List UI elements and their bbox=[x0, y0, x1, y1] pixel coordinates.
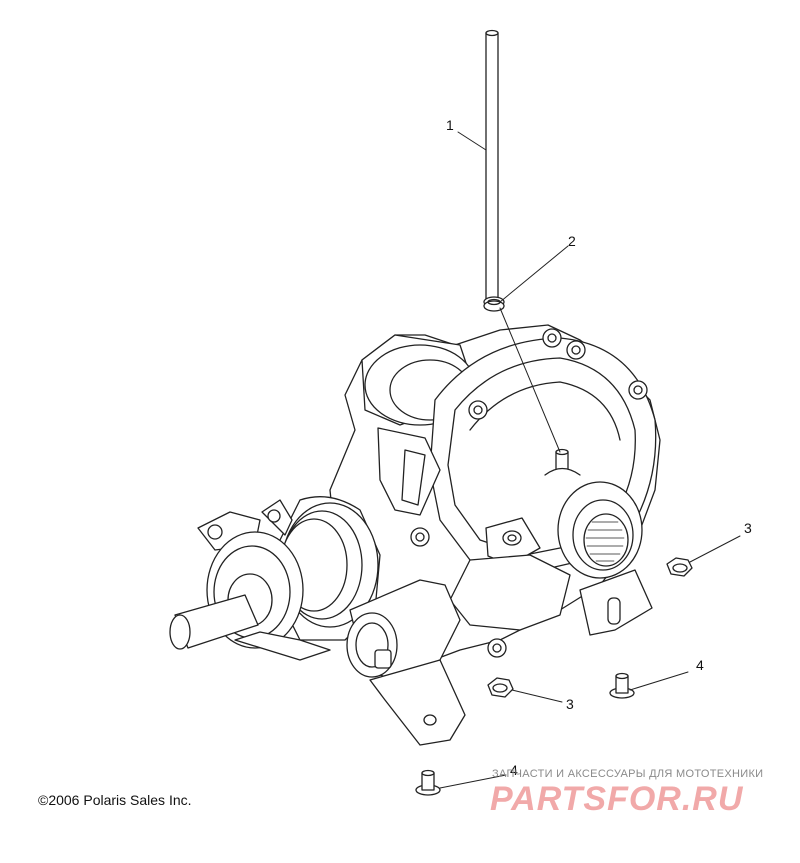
callout-4-lower: 4 bbox=[510, 762, 518, 778]
flange-bolts bbox=[410, 328, 648, 658]
flange-nut-center bbox=[487, 677, 514, 698]
watermark-brand: PARTSFOR.RU bbox=[490, 780, 744, 818]
leader-lines bbox=[439, 131, 741, 789]
callout-3-right: 3 bbox=[744, 520, 752, 536]
callout-4-right: 4 bbox=[696, 657, 704, 673]
copyright-notice: ©2006 Polaris Sales Inc. bbox=[38, 792, 192, 808]
callout-1: 1 bbox=[446, 117, 454, 133]
bolt-lower bbox=[415, 769, 441, 796]
bolt-right bbox=[609, 672, 635, 699]
hose-clamp bbox=[483, 296, 505, 312]
callout-3-center: 3 bbox=[566, 696, 574, 712]
flange-nut-right bbox=[666, 557, 693, 577]
input-coupler bbox=[169, 496, 381, 661]
actuator-motor bbox=[346, 579, 466, 746]
watermark-subtitle: ЗАПЧАСТИ И АКСЕССУАРЫ ДЛЯ МОТОТЕХНИКИ bbox=[492, 768, 764, 780]
gearcase-housing bbox=[329, 324, 661, 666]
vent-hose bbox=[485, 29, 499, 306]
callout-2: 2 bbox=[568, 233, 576, 249]
